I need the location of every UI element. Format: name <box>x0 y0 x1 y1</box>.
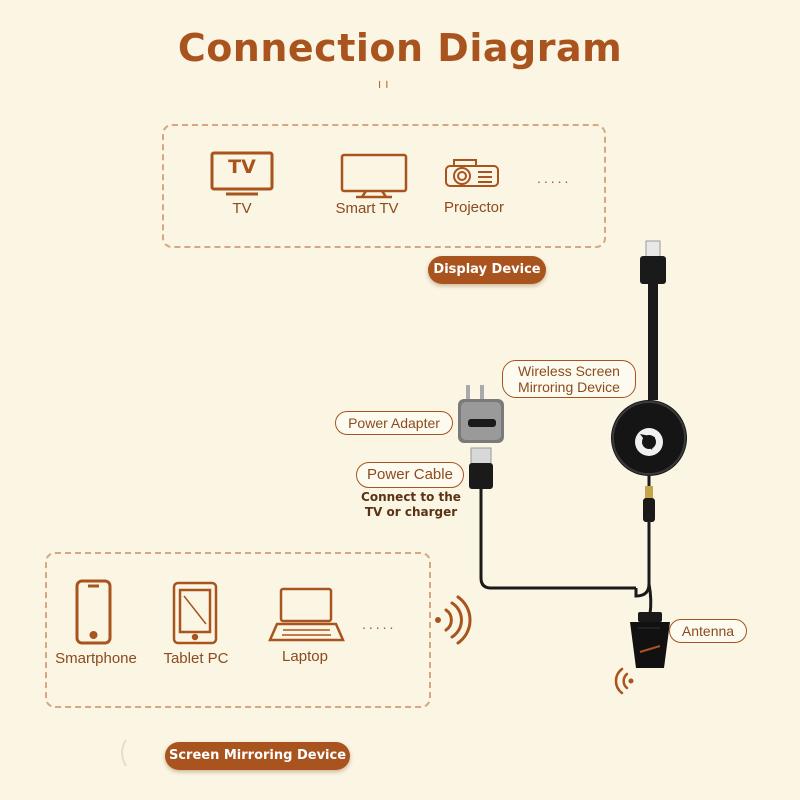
power-adapter <box>458 385 504 443</box>
dongle-plug <box>643 498 655 522</box>
note-line1: Connect to the <box>361 490 461 504</box>
note-line2: TV or charger <box>364 505 458 519</box>
device-label-smartphone: Smartphone <box>55 650 137 667</box>
mirroring-dongle <box>611 400 687 476</box>
mirroring-device-box <box>45 552 431 708</box>
dongle-connector-tip <box>645 486 653 498</box>
dongle-callout-line2: Mirroring Device <box>518 379 620 395</box>
screen-mirroring-badge: Screen Mirroring Device <box>165 742 350 770</box>
dongle-to-junction-cable <box>634 522 651 598</box>
power-cable <box>479 489 636 590</box>
device-label-tv: TV <box>232 200 252 217</box>
device-label-tablet: Tablet PC <box>163 650 229 667</box>
hdmi-connector <box>640 240 666 284</box>
power-cable-callout: Power Cable <box>356 462 464 488</box>
page-title: Connection Diagram <box>177 26 623 70</box>
power-cable-note: Connect to the TV or charger <box>356 490 466 520</box>
device-label-projector: Projector <box>443 199 505 216</box>
usb-plug <box>469 447 493 489</box>
antenna-cable <box>647 583 653 615</box>
dongle-callout: Wireless Screen Mirroring Device <box>502 360 636 398</box>
tv-icon <box>210 151 274 196</box>
antenna-device <box>630 612 670 668</box>
tv-icon-text: TV <box>228 156 256 178</box>
antenna-signal-icon <box>614 667 634 695</box>
laptop-icon <box>268 587 345 642</box>
display-more-dots: ..... <box>537 170 572 186</box>
device-label-laptop: Laptop <box>282 648 328 665</box>
display-device-badge: Display Device <box>428 256 546 284</box>
tablet-icon <box>172 581 218 645</box>
wireless-signal-icon <box>435 595 472 645</box>
monitor-icon <box>340 153 408 199</box>
projector-icon <box>445 159 499 187</box>
display-device-box <box>162 124 606 248</box>
device-label-smart-tv: Smart TV <box>335 200 399 217</box>
decorative-arc <box>121 739 127 767</box>
dongle-callout-line1: Wireless Screen <box>518 363 620 379</box>
antenna-callout: Antenna <box>669 619 747 643</box>
smartphone-icon <box>75 579 112 645</box>
mirroring-more-dots: ..... <box>362 616 397 632</box>
power-adapter-callout: Power Adapter <box>335 411 453 435</box>
title-tick-mark: ╷╷ <box>376 74 391 88</box>
